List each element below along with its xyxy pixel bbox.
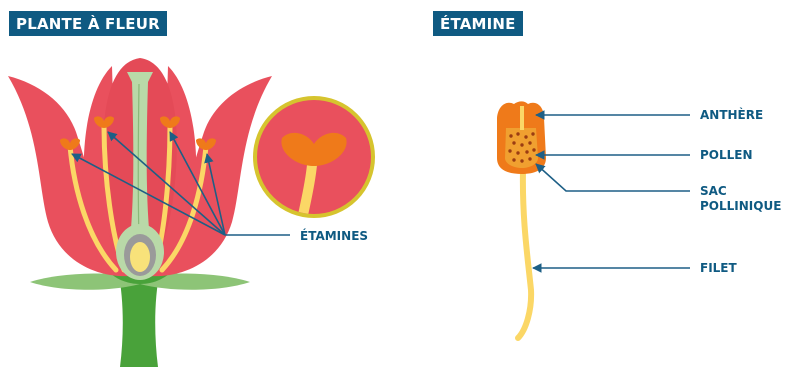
label-filet: FILET	[700, 261, 737, 276]
label-pollen: POLLEN	[700, 148, 753, 163]
label-sac: SAC	[700, 184, 727, 199]
ovule	[130, 242, 150, 272]
filament	[518, 170, 531, 338]
label-pollinique: POLLINIQUE	[700, 199, 781, 214]
label-anthere: ANTHÈRE	[700, 108, 763, 123]
label-etamines: ÉTAMINES	[300, 229, 368, 244]
stamen-pointers	[533, 115, 690, 268]
stamen-illustration	[497, 101, 546, 338]
anther-highlight	[520, 106, 524, 130]
zoom-circle	[255, 98, 373, 220]
flower-illustration	[8, 58, 272, 367]
